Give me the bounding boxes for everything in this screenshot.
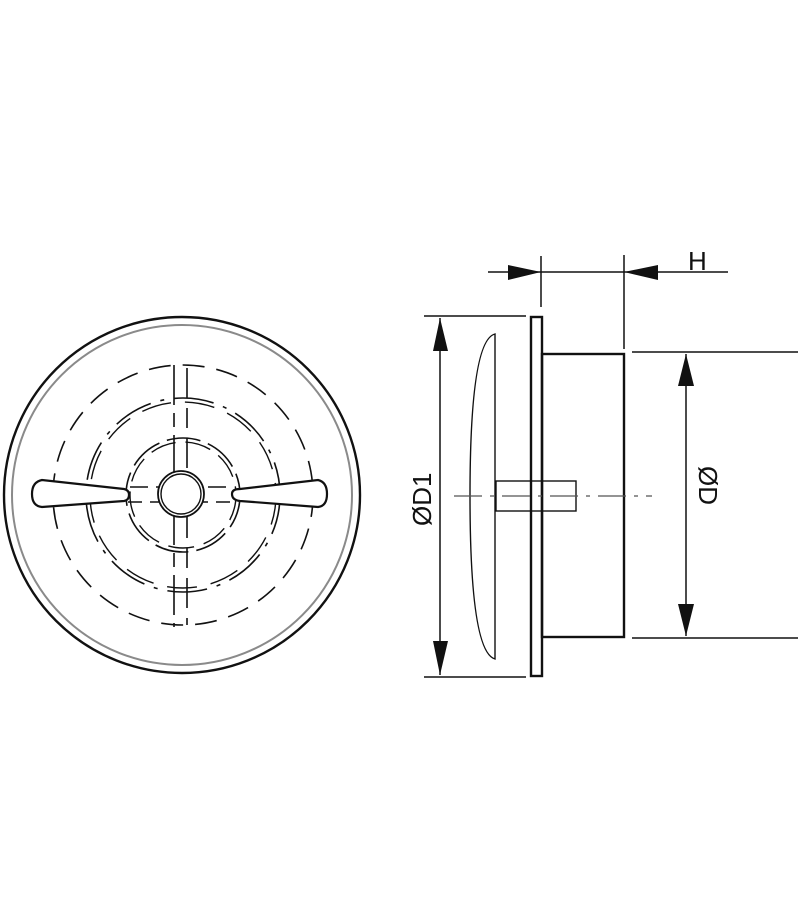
d1-arrow-top bbox=[433, 318, 448, 351]
d-label: ØD bbox=[693, 466, 723, 505]
center-hub-outer bbox=[157, 470, 205, 518]
adjustment-tab-left bbox=[30, 478, 131, 509]
dimensions: H ØD1 ØD bbox=[407, 246, 798, 678]
d1-label: ØD1 bbox=[407, 473, 437, 526]
outer-rim bbox=[2, 315, 362, 675]
adjustment-tab-right bbox=[230, 478, 329, 509]
d-arrow-bottom bbox=[678, 604, 694, 636]
h-arrow-left bbox=[508, 265, 541, 280]
h-arrow-right bbox=[624, 265, 658, 280]
h-label: H bbox=[688, 246, 707, 276]
d-arrow-top bbox=[678, 354, 694, 386]
d1-arrow-bottom bbox=[433, 641, 448, 675]
center-hub-inner bbox=[160, 473, 202, 515]
front-view bbox=[2, 315, 362, 675]
inner-rim bbox=[11, 324, 353, 666]
side-view bbox=[454, 315, 652, 678]
